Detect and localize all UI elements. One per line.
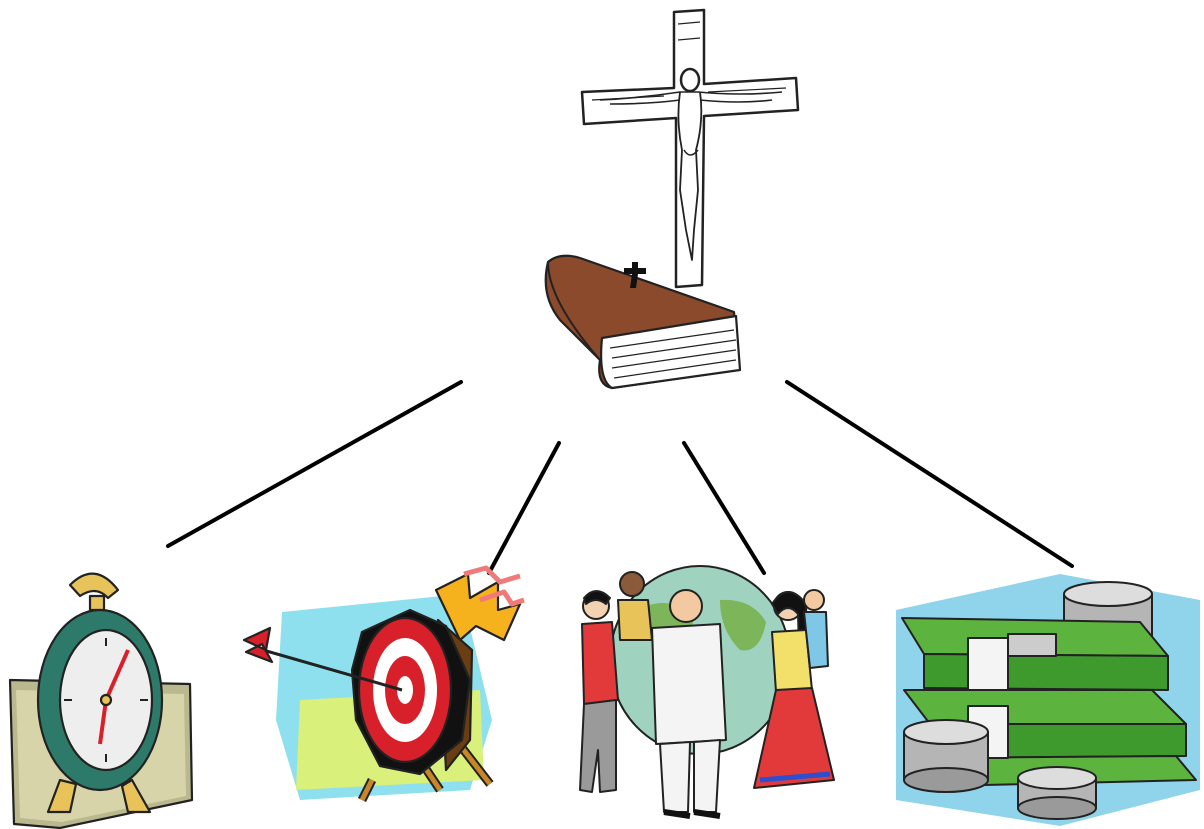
- people-around-globe-icon: [580, 566, 834, 816]
- archery-target-icon: [244, 568, 524, 800]
- bible-book-icon: [546, 256, 740, 388]
- connector-lines: [168, 382, 1072, 573]
- connector-line-people: [684, 443, 764, 573]
- alarm-clock-icon: [10, 574, 192, 828]
- crucifix-icon: [582, 10, 798, 287]
- connector-line-time: [168, 382, 461, 546]
- connector-line-money: [787, 382, 1072, 566]
- money-stacks-coins-icon: [896, 574, 1200, 826]
- connector-line-goals: [489, 443, 559, 573]
